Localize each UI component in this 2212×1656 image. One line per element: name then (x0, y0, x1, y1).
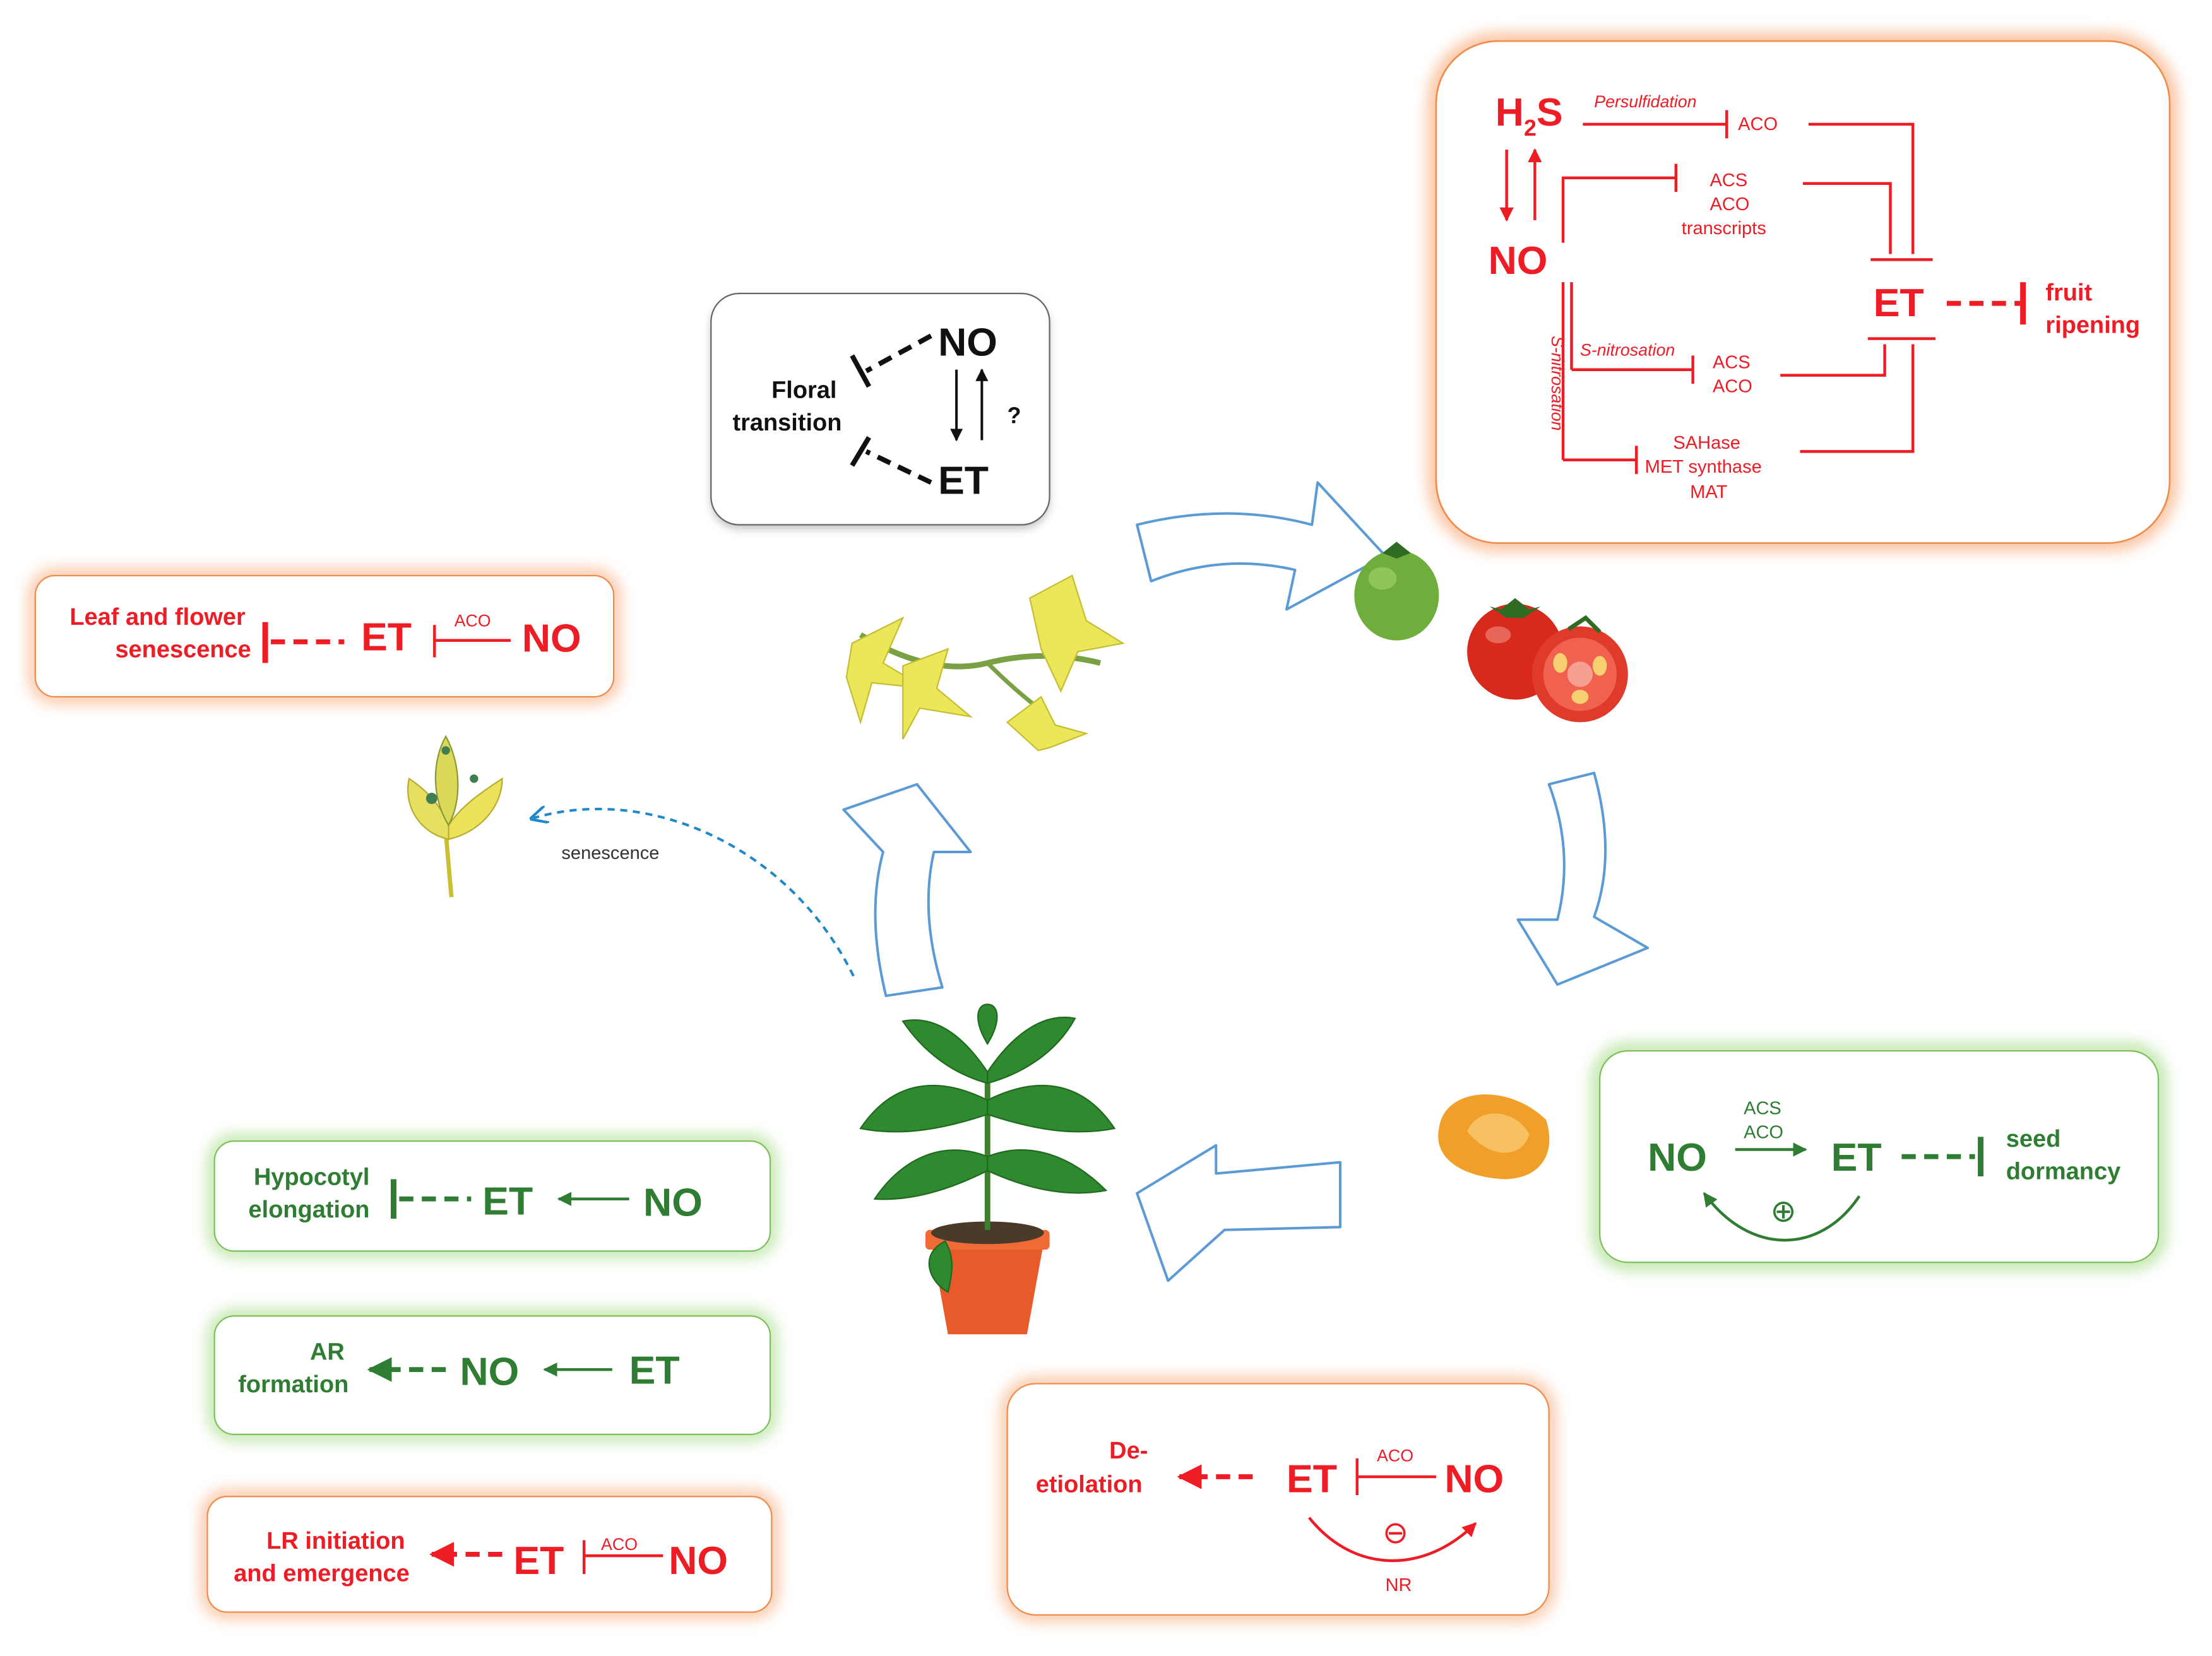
lr-label-line2: and emergence (234, 1560, 410, 1587)
senescent-leaf-image (407, 735, 503, 897)
s-nitrosation-horizontal: S-nitrosation (1580, 340, 1675, 359)
green-tomato-image (1354, 541, 1439, 641)
sahase-label: SAHase (1673, 433, 1740, 453)
cycle-arrow-seed-to-plant (1136, 1144, 1341, 1282)
floral-transition-box: NO ET Floral transition ? (710, 292, 1050, 529)
mat-label: MAT (1690, 482, 1727, 502)
tomato-flowers-image (845, 574, 1125, 752)
ar-label-line1: AR (310, 1339, 345, 1365)
lr-initiation-box: LR initiation and emergence ET ACO NO (200, 1489, 779, 1619)
seed-outcome-line2: dormancy (2006, 1158, 2120, 1185)
leaf-label-line2: senescence (115, 637, 251, 663)
seed-outcome-line1: seed (2006, 1126, 2061, 1152)
cycle-arrow-plant-to-flower (842, 783, 972, 997)
aco-top-label: ACO (1738, 114, 1778, 134)
hypocotyl-label-line2: elongation (249, 1197, 370, 1223)
lr-label-line1: LR initiation (266, 1528, 405, 1554)
fruit-outcome-line2: ripening (2045, 312, 2140, 339)
persulfidation-label: Persulfidation (1594, 92, 1696, 111)
h2s-label: H2S (1495, 90, 1563, 141)
de-label-line1: De- (1109, 1438, 1148, 1464)
fruit-ripening-box: H2S Persulfidation ACO NO ACS ACO transc… (1427, 32, 2179, 552)
hypocotyl-box: Hypocotyl elongation ET NO (207, 1133, 778, 1258)
fruit-outcome-line1: fruit (2045, 280, 2092, 306)
de-nr: NR (1385, 1575, 1412, 1595)
ar-et: ET (629, 1348, 680, 1392)
potted-plant-image (859, 1003, 1116, 1335)
cycle-arrow-flower-to-fruit (1136, 481, 1387, 611)
acs2-label: ACS (1713, 352, 1751, 372)
seed-plus: ⊕ (1771, 1193, 1797, 1228)
seed-et: ET (1831, 1135, 1882, 1180)
leaf-aco: ACO (455, 611, 491, 630)
aco2-label: ACO (1713, 376, 1752, 396)
senescence-dashed-arrow (533, 809, 855, 977)
de-aco: ACO (1377, 1446, 1413, 1465)
leaf-et: ET (361, 615, 412, 659)
cycle-arrow-fruit-to-seed (1516, 771, 1650, 986)
de-minus: ⊖ (1382, 1515, 1408, 1550)
lr-no: NO (669, 1539, 728, 1583)
lr-et: ET (513, 1539, 564, 1583)
seed-aco: ACO (1744, 1123, 1783, 1143)
fruit-et-label: ET (1874, 281, 1924, 325)
seed-dormancy-box: NO ACS ACO ET seed dormancy ⊕ (1591, 1042, 2167, 1271)
seed-image (1438, 1094, 1550, 1180)
de-label-line2: etiolation (1036, 1472, 1143, 1498)
hypocotyl-label-line1: Hypocotyl (254, 1164, 370, 1190)
lr-aco: ACO (601, 1535, 638, 1554)
floral-no: NO (938, 320, 997, 364)
acs-label: ACS (1710, 170, 1747, 191)
ar-label-line2: formation (238, 1371, 348, 1398)
ar-no: NO (460, 1350, 520, 1394)
cycle-arrows (842, 481, 1650, 1282)
seed-no: NO (1648, 1135, 1707, 1180)
de-etiolation-box: De- etiolation ET ACO NO ⊖ NR (1000, 1376, 1556, 1623)
red-tomatoes-image (1467, 598, 1628, 723)
floral-et: ET (938, 458, 989, 502)
leaf-label-line1: Leaf and flower (69, 604, 246, 630)
met-synthase-label: MET synthase (1645, 457, 1762, 477)
floral-label-line2: transition (732, 410, 841, 436)
senescence-arrow-label: senescence (561, 843, 659, 863)
leaf-senescence-box: Leaf and flower senescence ET ACO NO (28, 568, 621, 704)
aco-label: ACO (1710, 194, 1749, 215)
hypocotyl-et: ET (482, 1179, 533, 1223)
floral-label-line1: Floral (771, 377, 836, 403)
transcripts-label: transcripts (1682, 218, 1766, 239)
floral-question: ? (1008, 403, 1021, 429)
leaf-no: NO (522, 617, 581, 661)
de-et: ET (1287, 1457, 1337, 1501)
hypocotyl-no: NO (643, 1181, 703, 1225)
ar-formation-box: AR formation NO ET (207, 1309, 778, 1442)
de-no: NO (1444, 1457, 1504, 1501)
s-nitrosation-vertical: S-nitrosation (1548, 336, 1567, 430)
seed-acs: ACS (1744, 1099, 1781, 1119)
fruit-no-label: NO (1489, 239, 1548, 283)
